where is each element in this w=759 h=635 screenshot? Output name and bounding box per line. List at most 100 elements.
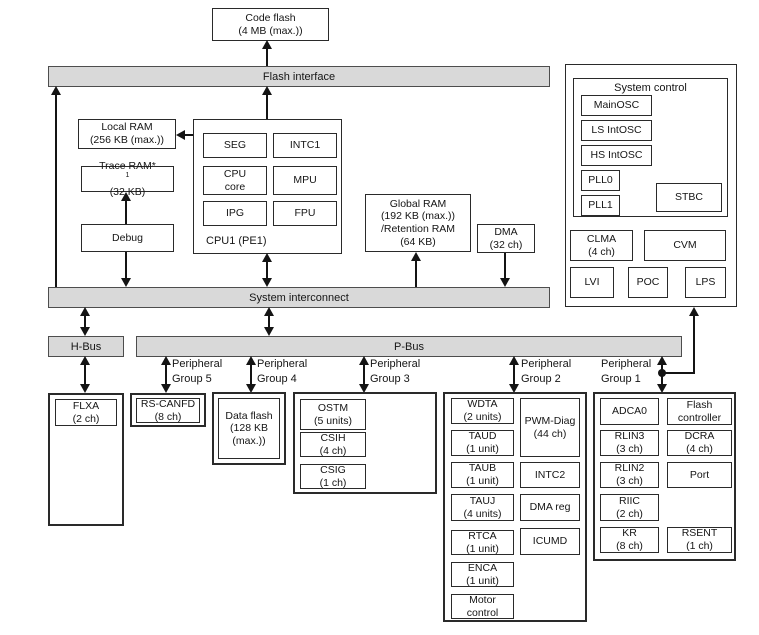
line-interconnect-pbus bbox=[268, 313, 270, 330]
flash-controller-title-1: Flash bbox=[686, 398, 713, 411]
group5-number: Group 5 bbox=[172, 372, 212, 385]
mpu-label: MPU bbox=[293, 174, 317, 187]
arrow-pbus-to-group4 bbox=[246, 384, 256, 393]
peripheral-group-5-label: Peripheral Group 5 bbox=[172, 357, 222, 387]
data-flash-box: Data flash (128 KB (max.)) bbox=[218, 398, 280, 459]
dcra-channels: (4 ch) bbox=[686, 443, 713, 455]
debug-box: Debug bbox=[81, 224, 174, 252]
csih-box: CSIH (4 ch) bbox=[300, 432, 366, 457]
rtca-title: RTCA bbox=[468, 529, 497, 542]
group1-box: ADCA0 Flash controller RLIN3 (3 ch) DCRA… bbox=[593, 392, 736, 561]
stbc-label: STBC bbox=[674, 191, 703, 204]
ipg-label: IPG bbox=[225, 207, 245, 220]
pll0-label: PLL0 bbox=[588, 174, 613, 187]
lps-label: LPS bbox=[695, 276, 716, 289]
peripheral-group-4-label: Peripheral Group 4 bbox=[257, 357, 307, 387]
pwm-diag-title: PWM-Diag bbox=[524, 414, 576, 427]
global-ram-title: Global RAM bbox=[389, 197, 447, 210]
local-ram-capacity: (256 KB (max.)) bbox=[89, 134, 165, 146]
arrow-debug-to-traceram bbox=[121, 192, 131, 201]
tauj-units: (4 units) bbox=[463, 507, 502, 520]
flxa-title: FLXA bbox=[72, 399, 100, 412]
trace-ram-title-text: Trace RAM* bbox=[99, 159, 156, 172]
system-control-title: System control bbox=[614, 82, 687, 94]
arrow-cpu1-to-localram bbox=[176, 130, 185, 140]
arrow-debug-to-interconnect bbox=[121, 278, 131, 287]
rsent-channels: (1 ch) bbox=[686, 540, 713, 552]
line-dma-interconnect bbox=[504, 253, 506, 281]
intc2-box: INTC2 bbox=[520, 462, 580, 488]
pwm-diag-box: PWM-Diag (44 ch) bbox=[520, 398, 580, 457]
intc1-box: INTC1 bbox=[273, 133, 337, 158]
taud-units: (1 unit) bbox=[466, 443, 499, 455]
line-pbus-group2 bbox=[513, 362, 515, 387]
peripheral-group-3-label: Peripheral Group 3 bbox=[370, 357, 420, 387]
data-flash-capacity-1: (128 KB bbox=[230, 422, 268, 435]
lvi-label: LVI bbox=[584, 276, 600, 289]
flxa-outer-box: FLXA (2 ch) bbox=[48, 393, 124, 526]
pll0-box: PLL0 bbox=[581, 170, 620, 191]
taud-title: TAUD bbox=[468, 430, 497, 443]
line-debug-traceram bbox=[125, 198, 127, 224]
global-ram-box: Global RAM (192 KB (max.)) /Retention RA… bbox=[365, 194, 471, 252]
mainosc-label: MainOSC bbox=[593, 99, 640, 112]
arrow-pbus-to-systemcontrol bbox=[689, 307, 699, 316]
flash-controller-title-2: controller bbox=[677, 411, 722, 424]
line-pbus-group5 bbox=[165, 362, 167, 387]
line-interconnect-flashif bbox=[55, 92, 57, 287]
local-ram-box: Local RAM (256 KB (max.)) bbox=[78, 119, 176, 149]
csig-channels: (1 ch) bbox=[319, 476, 347, 489]
rlin3-box: RLIN3 (3 ch) bbox=[600, 430, 659, 456]
kr-box: KR (8 ch) bbox=[600, 527, 659, 553]
flash-interface-label: Flash interface bbox=[262, 70, 336, 83]
group4-number: Group 4 bbox=[257, 372, 297, 385]
hs-intosc-box: HS IntOSC bbox=[581, 145, 652, 166]
rlin2-title: RLIN2 bbox=[614, 462, 645, 475]
arrow-interconnect-to-pbus bbox=[264, 327, 274, 336]
csig-title: CSIG bbox=[320, 463, 346, 476]
arrow-pbus-to-group2 bbox=[509, 384, 519, 393]
arrow-hbus-to-interconnect bbox=[80, 307, 90, 316]
tauj-box: TAUJ (4 units) bbox=[451, 494, 514, 521]
group3-word: Peripheral bbox=[370, 358, 421, 370]
pll1-box: PLL1 bbox=[581, 195, 620, 216]
enca-title: ENCA bbox=[467, 561, 498, 574]
arrow-group5-to-pbus bbox=[161, 356, 171, 365]
motor-control-title-2: control bbox=[466, 606, 499, 619]
ls-intosc-label: LS IntOSC bbox=[591, 124, 642, 137]
line-cpu1-flashif bbox=[266, 92, 268, 119]
lps-box: LPS bbox=[685, 267, 726, 298]
group4-box: Data flash (128 KB (max.)) bbox=[212, 392, 286, 465]
clma-title: CLMA bbox=[586, 232, 617, 245]
icumd-label: ICUMD bbox=[532, 535, 568, 548]
flxa-box: FLXA (2 ch) bbox=[55, 399, 117, 426]
group1-number: Group 1 bbox=[601, 372, 641, 385]
line-systemcontrol-elbow-v bbox=[693, 313, 695, 374]
line-pbus-group3 bbox=[363, 362, 365, 387]
group2-number: Group 2 bbox=[521, 372, 561, 385]
line-systemcontrol-elbow-h bbox=[661, 372, 694, 374]
seg-box: SEG bbox=[203, 133, 267, 158]
ls-intosc-box: LS IntOSC bbox=[581, 120, 652, 141]
arrow-pbus-to-interconnect bbox=[264, 307, 274, 316]
rtca-units: (1 unit) bbox=[466, 542, 499, 555]
debug-label: Debug bbox=[112, 231, 143, 244]
clma-box: CLMA (4 ch) bbox=[570, 230, 633, 261]
intc2-label: INTC2 bbox=[534, 468, 566, 481]
csih-title: CSIH bbox=[320, 431, 346, 444]
arrow-interconnect-to-flashif bbox=[51, 86, 61, 95]
rlin2-box: RLIN2 (3 ch) bbox=[600, 462, 659, 488]
line-interconnect-hbus bbox=[84, 313, 86, 330]
rlin3-title: RLIN3 bbox=[614, 430, 645, 443]
motor-control-title-1: Motor bbox=[469, 593, 496, 606]
line-flashif-codeflash bbox=[266, 46, 268, 66]
taud-box: TAUD (1 unit) bbox=[451, 430, 514, 456]
poc-label: POC bbox=[636, 276, 660, 289]
port-label: Port bbox=[689, 468, 710, 481]
cpu-core-label-1: CPU bbox=[223, 167, 247, 180]
flash-interface-bus: Flash interface bbox=[48, 66, 550, 87]
riic-title: RIIC bbox=[619, 494, 640, 507]
mainosc-box: MainOSC bbox=[581, 95, 652, 116]
group5-box: RS-CANFD (8 ch) bbox=[130, 393, 206, 427]
seg-label: SEG bbox=[223, 139, 247, 152]
